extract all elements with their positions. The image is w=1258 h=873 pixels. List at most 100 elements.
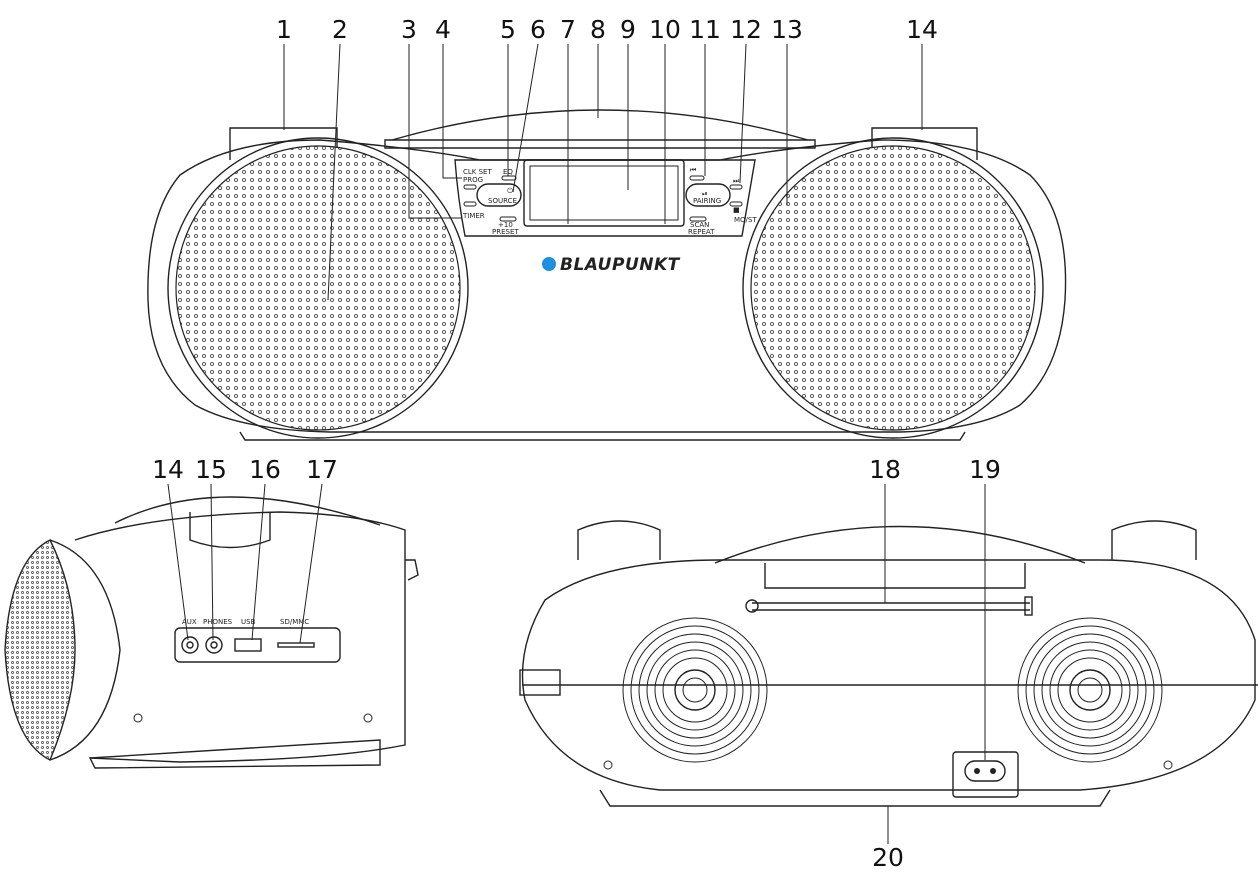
rear-top-lid: [714, 525, 1086, 564]
left-speaker-grille: [175, 145, 461, 431]
next-button[interactable]: [729, 184, 743, 190]
side-handle: [189, 512, 271, 549]
stop-button[interactable]: [729, 201, 743, 207]
aux-label: AUX: [182, 618, 197, 626]
callout-14: 14: [906, 15, 938, 44]
aux-jack[interactable]: [181, 636, 199, 654]
rear-base: [599, 789, 1111, 807]
rear-side-latch: [519, 669, 561, 696]
rear-view: 18 19 20: [519, 455, 1258, 872]
callout-5: 5: [500, 15, 516, 44]
side-base: [88, 739, 381, 769]
callout-15: 15: [195, 455, 227, 484]
power-source-button[interactable]: [476, 183, 522, 207]
left-speaker-rim: [167, 137, 469, 439]
callout-18: 18: [869, 455, 901, 484]
prev-button[interactable]: [689, 175, 705, 181]
eq-button[interactable]: [501, 175, 517, 181]
callout-7: 7: [560, 15, 576, 44]
timer-button[interactable]: [463, 201, 477, 207]
side-speaker-rim: [49, 539, 121, 761]
callout-8: 8: [590, 15, 606, 44]
phones-jack[interactable]: [205, 636, 223, 654]
ac-input-inner: [964, 760, 1006, 782]
side-speaker-grille: [5, 540, 75, 760]
antenna-pivot: [745, 599, 759, 613]
callout-10: 10: [649, 15, 681, 44]
front-view: ⏻ ⏮ ⏭ ⏯ ■ CLK SET PROG EQ SOURCE TIMER +…: [147, 15, 1067, 441]
brand-logo: BLAUPUNKT: [560, 255, 681, 275]
cd-lid: [391, 109, 809, 141]
side-top-lid: [114, 496, 381, 526]
control-panel: [454, 159, 756, 237]
sd-label: SD/MMC: [280, 618, 309, 626]
timer-label: TIMER: [462, 212, 485, 220]
right-passive-radiator: [1017, 617, 1163, 763]
callout-20: 20: [872, 843, 904, 872]
preset-label: PRESET: [492, 228, 519, 236]
source-label: SOURCE: [488, 197, 517, 205]
cd-lid-edge: [384, 139, 816, 149]
callout-11: 11: [689, 15, 721, 44]
lcd-display-inner: [529, 165, 679, 221]
rear-antenna-bay: [764, 563, 1026, 589]
port-panel: [174, 627, 341, 663]
side-leader-lines: [167, 483, 323, 644]
rear-leader-lines: [884, 484, 986, 844]
callout-1: 1: [276, 15, 292, 44]
callout-6: 6: [530, 15, 546, 44]
callout-2: 2: [332, 15, 348, 44]
phones-label: PHONES: [203, 618, 233, 626]
antenna-tip: [1024, 596, 1033, 616]
side-body: [74, 511, 406, 763]
clk-set-label: CLK SET: [463, 168, 492, 176]
stop-icon: ■: [733, 206, 740, 214]
side-antenna-tip: [405, 559, 419, 581]
callout-14-side: 14: [152, 455, 184, 484]
side-screw: [133, 713, 143, 723]
prev-icon: ⏮: [690, 166, 696, 174]
usb-label: USB: [241, 618, 256, 626]
rear-screw: [603, 760, 613, 770]
callout-4: 4: [435, 15, 451, 44]
callout-3: 3: [401, 15, 417, 44]
repeat-label: REPEAT: [688, 228, 715, 236]
right-handle: [871, 127, 978, 160]
aux-jack-inner: [186, 641, 194, 649]
front-leader-lines: [283, 43, 923, 301]
callout-12: 12: [730, 15, 762, 44]
scan-button[interactable]: [689, 216, 707, 222]
mo-st-label: MO/ST: [734, 216, 757, 224]
rear-left-handle: [577, 520, 661, 560]
rear-right-handle: [1111, 520, 1197, 560]
callout-9: 9: [620, 15, 636, 44]
play-pause-button[interactable]: [685, 183, 731, 207]
rear-body: [521, 559, 1256, 791]
brand-dot-icon: [542, 257, 556, 271]
sd-slot[interactable]: [277, 642, 315, 648]
right-speaker-rim: [742, 137, 1044, 439]
side-view: AUX PHONES USB SD/MMC 14 15 16 17: [4, 455, 419, 769]
scan-label: SCAN: [690, 221, 709, 229]
phones-jack-inner: [210, 641, 218, 649]
pairing-label: PAIRING: [693, 197, 721, 205]
rear-screw: [1163, 760, 1173, 770]
front-base: [239, 431, 966, 441]
ac-pin: [974, 768, 980, 774]
callout-19: 19: [969, 455, 1001, 484]
left-passive-radiator: [622, 617, 768, 763]
play-pause-icon: ⏯: [702, 190, 708, 198]
prog-button[interactable]: [463, 184, 477, 190]
preset-button[interactable]: [499, 216, 517, 222]
front-body: [147, 139, 1067, 433]
prog-label: PROG: [463, 176, 483, 184]
power-icon: ⏻: [507, 187, 513, 195]
callout-17: 17: [306, 455, 338, 484]
ac-pin: [990, 768, 996, 774]
callout-16: 16: [249, 455, 281, 484]
lcd-display: [523, 159, 685, 227]
plus10-label: +10: [498, 221, 513, 229]
usb-port[interactable]: [234, 638, 262, 652]
next-icon: ⏭: [733, 177, 740, 185]
